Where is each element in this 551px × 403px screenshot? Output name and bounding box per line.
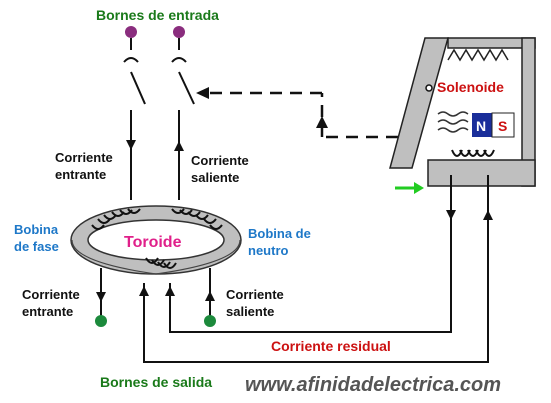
bornes-salida-label: Bornes de salida	[100, 374, 212, 390]
bobina-fase-label-line2: de fase	[14, 239, 59, 254]
output-wires	[100, 268, 211, 318]
sense-coil	[145, 257, 177, 269]
toroid	[70, 205, 242, 275]
phase-coil	[91, 208, 141, 230]
solenoid	[389, 37, 536, 198]
residual-loop	[143, 198, 489, 363]
website-label: www.afinidadelectrica.com	[245, 374, 501, 396]
magnet-n-label: N	[476, 118, 486, 134]
input-terminal-left[interactable]	[123, 26, 139, 63]
field-waves	[437, 111, 469, 133]
corriente-entrante-bottom-label-line2: entrante	[22, 304, 73, 319]
terminal-icon	[173, 26, 185, 38]
bobina-fase-label: Bobina de fase	[14, 222, 62, 254]
terminal-icon	[125, 26, 137, 38]
corriente-entrante-top-label-line2: entrante	[55, 167, 106, 182]
toroide-label: Toroide	[124, 234, 182, 251]
switch-contact-icon	[126, 71, 195, 200]
neutral-coil	[171, 208, 223, 230]
corriente-residual-label: Corriente residual	[271, 338, 391, 354]
terminal-icon[interactable]	[95, 315, 107, 327]
green-arrow-icon	[395, 182, 424, 194]
corriente-saliente-top-label-line2: saliente	[191, 170, 239, 185]
bobina-neutro-label: Bobina de neutro	[248, 226, 314, 258]
bornes-entrada-label: Bornes de entrada	[96, 7, 219, 23]
corriente-entrante-bottom-label: Corriente entrante	[22, 287, 83, 319]
corriente-saliente-bottom-label: Corriente saliente	[226, 287, 287, 319]
bobina-neutro-label-line2: neutro	[248, 243, 289, 258]
corriente-saliente-bottom-label-line2: saliente	[226, 304, 274, 319]
input-terminal-right[interactable]	[171, 26, 187, 63]
magnet-s-label: S	[498, 118, 507, 134]
trip-linkage	[196, 87, 398, 139]
corriente-entrante-top-label: Corriente entrante	[55, 150, 116, 182]
terminal-icon[interactable]	[204, 315, 216, 327]
solenoide-label: Solenoide	[437, 79, 504, 95]
corriente-saliente-top-label: Corriente saliente	[191, 153, 252, 185]
magnet: N S	[472, 112, 515, 138]
